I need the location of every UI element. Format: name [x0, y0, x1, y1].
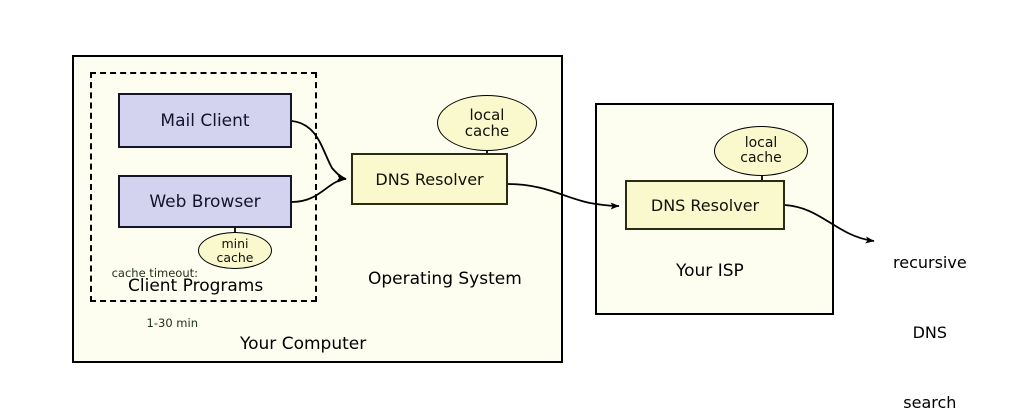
os-local-cache-label-line2: cache	[464, 122, 510, 140]
cache-timeout-annotation: cache timeout: 1-30 min	[102, 232, 198, 365]
edge-os-resolver-to-isp-resolver	[507, 183, 620, 210]
client-programs-label: Client Programs	[128, 276, 264, 296]
recursive-search-line2: DNS	[912, 322, 948, 342]
recursive-dns-search-annotation: recursive DNS search	[893, 205, 967, 410]
edge-isp-resolver-to-recursive-search	[784, 204, 875, 244]
mini-cache-label-line1: mini	[221, 236, 249, 251]
your-isp-label: Your ISP	[676, 261, 744, 281]
client-programs-container	[90, 72, 317, 302]
mini-cache-label-line2: cache	[216, 249, 254, 265]
os-dns-resolver-label: DNS Resolver	[375, 169, 484, 189]
cache-timeout-line1: cache timeout:	[111, 266, 198, 281]
recursive-search-line1: recursive	[893, 253, 967, 273]
isp-local-cache-label-line2: cache	[740, 150, 782, 166]
your-computer-label: Your Computer	[240, 334, 367, 354]
mail-client-label: Mail Client	[160, 110, 250, 131]
mini-cache-node[interactable]: mini cache	[198, 232, 272, 269]
isp-dns-resolver-label: DNS Resolver	[650, 195, 760, 215]
mail-client-node[interactable]: Mail Client	[118, 93, 292, 148]
web-browser-node[interactable]: Web Browser	[118, 175, 292, 228]
isp-local-cache-node[interactable]: local cache	[714, 126, 808, 176]
web-browser-label: Web Browser	[149, 191, 261, 212]
os-local-cache-label-line1: local	[469, 105, 505, 124]
os-local-cache-node[interactable]: local cache	[437, 95, 537, 151]
isp-dns-resolver-node[interactable]: DNS Resolver	[625, 180, 785, 230]
cache-timeout-line2: 1-30 min	[146, 316, 198, 331]
operating-system-label: Operating System	[368, 269, 522, 289]
os-dns-resolver-node[interactable]: DNS Resolver	[351, 153, 508, 205]
recursive-search-line3: search	[903, 392, 957, 410]
edge-mail-client-to-os-resolver	[291, 120, 347, 181]
isp-local-cache-label-line1: local	[744, 134, 778, 151]
edge-web-browser-to-os-resolver	[291, 175, 347, 203]
